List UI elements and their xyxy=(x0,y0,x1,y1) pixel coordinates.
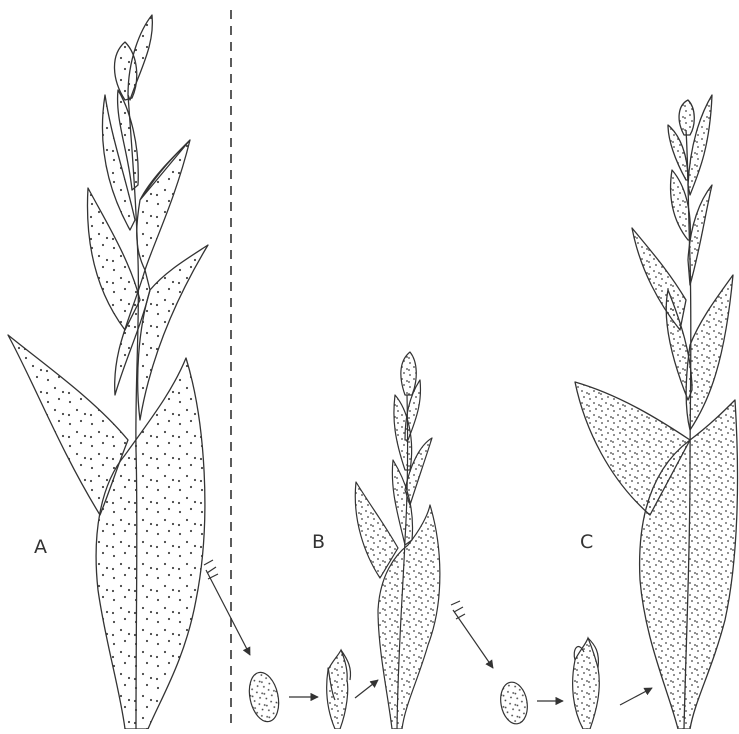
shoot-c xyxy=(575,95,738,729)
shoot-a-left-leaf xyxy=(8,335,128,515)
shoot-c-mid-leaf-2 xyxy=(632,228,686,330)
panel-label-c: C xyxy=(580,531,593,553)
bud-stage-1 xyxy=(245,670,283,725)
shoot-a-basal-leaf xyxy=(96,358,205,729)
arrow-feather xyxy=(204,560,218,579)
shoot-c-apex xyxy=(679,100,694,135)
bud-stage-1 xyxy=(498,680,531,726)
arrow-icon xyxy=(620,688,652,705)
shoot-a xyxy=(8,15,208,729)
feathered-arrow-icon xyxy=(453,610,493,668)
shoot-c-right-leaf xyxy=(686,275,733,430)
bud-stage-2 xyxy=(573,638,600,729)
feathered-arrow-icon xyxy=(206,570,250,655)
panel-label-b: B xyxy=(312,531,325,553)
shoot-b-apex xyxy=(401,352,416,395)
stages-b xyxy=(204,560,378,729)
bud-stage-2 xyxy=(327,650,348,729)
shoot-c-mid-leaf-3 xyxy=(688,185,712,285)
shoot-b xyxy=(355,352,440,729)
panel-label-a: A xyxy=(34,536,47,558)
shoot-a-upper-right-leaf xyxy=(137,140,190,270)
arrow-icon xyxy=(355,680,378,698)
stages-c xyxy=(451,601,652,729)
